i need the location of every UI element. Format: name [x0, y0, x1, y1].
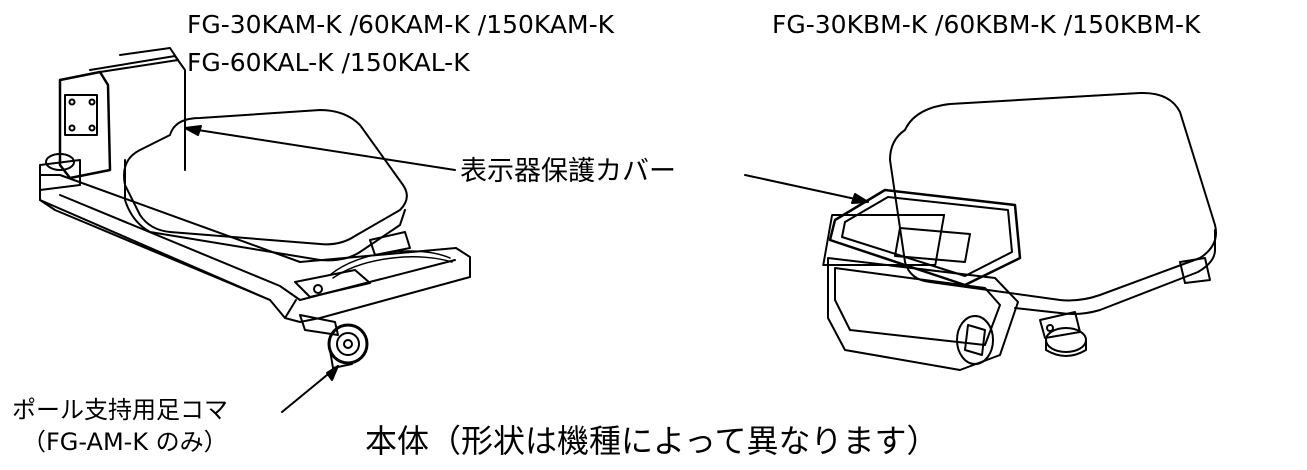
left-model-line-2: FG-60KAL-K /150KAL-K	[187, 48, 470, 77]
right-scale-illustration	[822, 91, 1217, 371]
leader-lines	[184, 125, 869, 413]
left-model-line-1: FG-30KAM-K /60KAM-K /150KAM-K	[187, 10, 614, 39]
pole-foot-label-line-1: ポール支持用足コマ	[12, 396, 228, 424]
indicator-body	[827, 257, 1019, 371]
pole-foot-knob	[327, 323, 369, 369]
left-platform	[123, 109, 408, 262]
left-scale-illustration	[39, 47, 471, 369]
display-cover-label: 表示器保護カバー	[460, 156, 676, 187]
display-protective-cover	[822, 188, 1022, 287]
indicator-housing	[58, 47, 186, 196]
figure-caption: 本体（形状は機種によって異なります）	[365, 422, 939, 460]
pole-foot-label-line-2: （FG-AM-K のみ）	[22, 428, 228, 456]
right-model-line: FG-30KBM-K /60KBM-K /150KBM-K	[772, 10, 1201, 39]
